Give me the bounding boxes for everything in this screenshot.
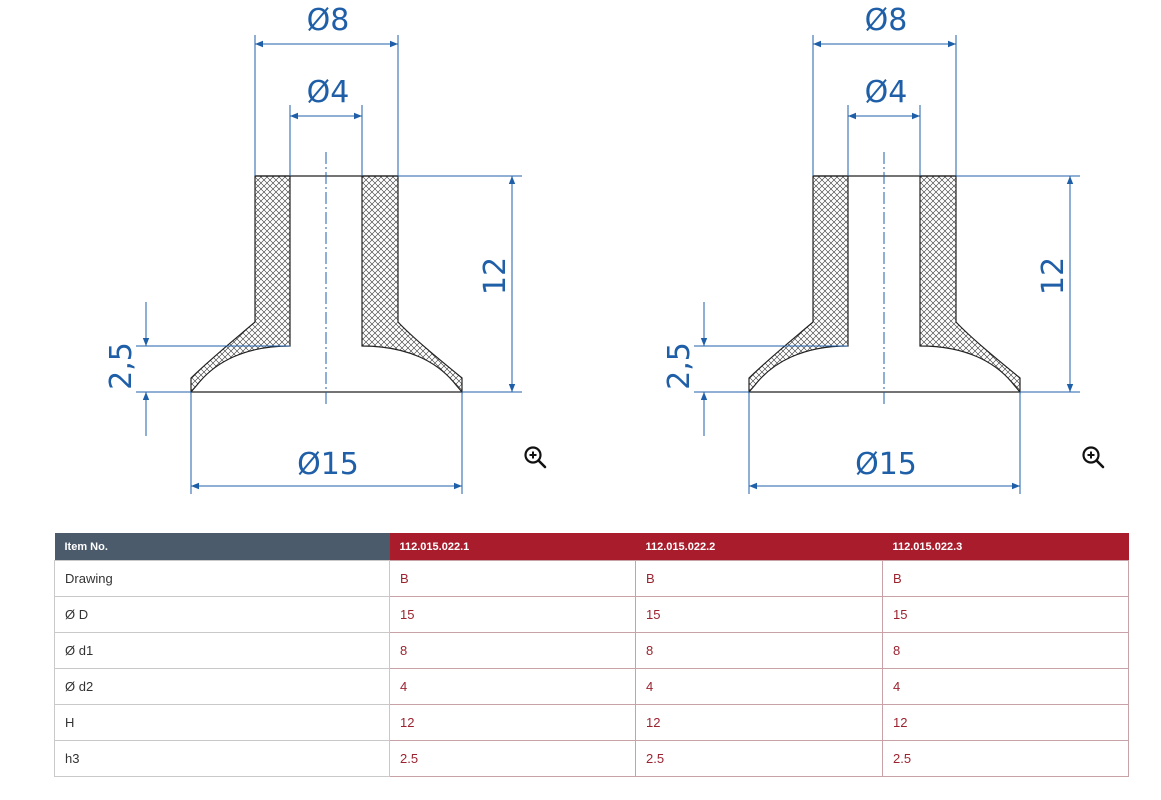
dim-inner-diameter: Ø4 <box>307 75 350 110</box>
table-cell: 2.5 <box>882 740 1129 777</box>
table-cell: 15 <box>635 596 883 633</box>
column-header-item-no: Item No. <box>54 533 390 561</box>
drawing-variant-1: Ø8 Ø4 12 2,5 Ø15 <box>0 0 580 510</box>
dimension-lines <box>136 35 522 494</box>
dim-outer-diameter: Ø8 <box>307 3 350 38</box>
row-label: Drawing <box>54 560 390 597</box>
spec-table: Item No. 112.015.022.1 112.015.022.2 112… <box>54 533 1129 777</box>
table-cell: 12 <box>635 704 883 741</box>
table-cell: B <box>389 560 636 597</box>
zoom-in-icon[interactable] <box>522 444 548 470</box>
zoom-in-icon[interactable] <box>1080 444 1106 470</box>
table-cell: B <box>635 560 883 597</box>
table-cell: 12 <box>389 704 636 741</box>
table-cell: 15 <box>389 596 636 633</box>
table-row: Ø d1 8 8 8 <box>54 632 1129 669</box>
column-header-product: 112.015.022.2 <box>635 533 883 561</box>
part-section <box>748 152 1021 405</box>
technical-drawing-1: Ø8 Ø4 12 2,5 Ø15 <box>104 3 522 494</box>
dim-height: 12 <box>478 257 513 295</box>
dim-base-diameter: Ø15 <box>855 447 917 482</box>
dim-outer-diameter: Ø8 <box>865 3 908 38</box>
column-header-product: 112.015.022.1 <box>389 533 636 561</box>
column-header-product: 112.015.022.3 <box>882 533 1129 561</box>
table-cell: B <box>882 560 1129 597</box>
dim-height: 12 <box>1036 257 1071 295</box>
row-label: h3 <box>54 740 390 777</box>
table-cell: 2.5 <box>389 740 636 777</box>
table-cell: 8 <box>389 632 636 669</box>
dim-base-diameter: Ø15 <box>297 447 359 482</box>
dim-h3: 2,5 <box>662 342 697 390</box>
technical-drawing-2: Ø8 Ø4 12 2,5 Ø15 <box>662 3 1080 494</box>
dim-inner-diameter: Ø4 <box>865 75 908 110</box>
drawing-variant-2: Ø8 Ø4 12 2,5 Ø15 <box>558 0 1138 510</box>
dimension-lines <box>694 35 1080 494</box>
table-row: Ø d2 4 4 4 <box>54 668 1129 705</box>
row-label: Ø D <box>54 596 390 633</box>
table-header-row: Item No. 112.015.022.1 112.015.022.2 112… <box>54 533 1129 561</box>
table-row: h3 2.5 2.5 2.5 <box>54 740 1129 777</box>
table-cell: 2.5 <box>635 740 883 777</box>
table-cell: 8 <box>635 632 883 669</box>
table-row: Ø D 15 15 15 <box>54 596 1129 633</box>
table-row: H 12 12 12 <box>54 704 1129 741</box>
row-label: H <box>54 704 390 741</box>
table-cell: 12 <box>882 704 1129 741</box>
part-section <box>190 152 463 405</box>
table-cell: 4 <box>882 668 1129 705</box>
table-cell: 4 <box>635 668 883 705</box>
dim-h3: 2,5 <box>104 342 139 390</box>
table-row: Drawing B B B <box>54 560 1129 597</box>
table-cell: 8 <box>882 632 1129 669</box>
row-label: Ø d1 <box>54 632 390 669</box>
table-cell: 15 <box>882 596 1129 633</box>
row-label: Ø d2 <box>54 668 390 705</box>
table-cell: 4 <box>389 668 636 705</box>
